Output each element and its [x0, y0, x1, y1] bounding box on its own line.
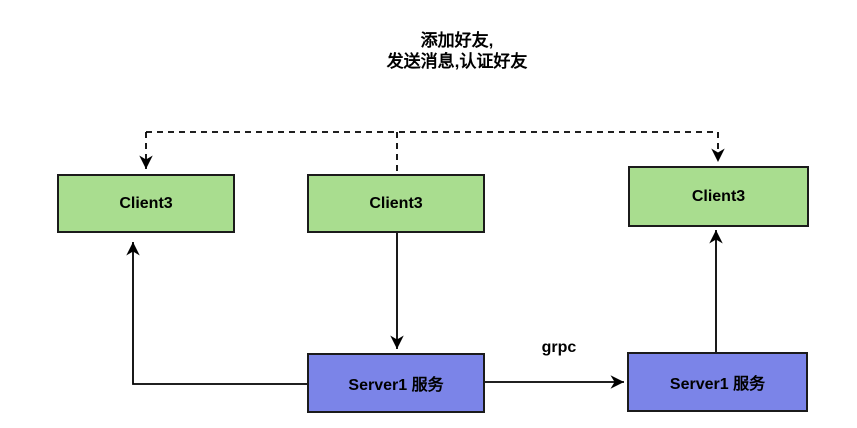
diagram-title: 添加好友, 发送消息,认证好友 — [307, 30, 607, 72]
node-server1-right-label: Server1 服务 — [669, 376, 766, 393]
node-server1-left: Server1 服务 — [307, 353, 485, 413]
node-client3-right-label: Client3 — [691, 187, 746, 205]
node-client3-middle-label: Client3 — [369, 194, 423, 212]
arrow-server-left-to-client-left — [126, 242, 307, 385]
node-server1-left-label: Server1 服务 — [348, 377, 444, 394]
grpc-edge-label: grpc — [541, 339, 577, 356]
title-line-1: 添加好友, — [420, 31, 494, 50]
node-client3-middle: Client3 — [307, 174, 485, 233]
node-client3-left-label: Client3 — [119, 194, 173, 212]
title-line-2: 发送消息,认证好友 — [386, 52, 528, 71]
node-client3-right: Client3 — [628, 166, 809, 227]
node-server1-right: Server1 服务 — [627, 352, 808, 412]
node-client3-left: Client3 — [57, 174, 235, 233]
